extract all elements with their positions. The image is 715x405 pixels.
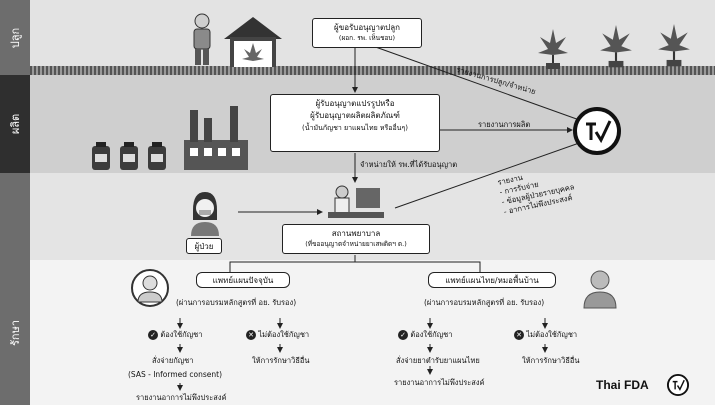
row-label-lower-bg (0, 173, 30, 260)
row-label-grow-bg: ปลูก (0, 0, 30, 75)
thai-other: ให้การรักษาวิธีอื่น (522, 356, 580, 365)
thai-nouse-label: ไม่ต้องใช้กัญชา (526, 330, 578, 339)
factory-icon (180, 100, 252, 176)
hospital-box: สถานพยาบาล (ที่ขออนุญาตจำหน่ายยาเสพติดฯ … (282, 224, 430, 254)
plant-icon-2 (598, 20, 634, 72)
modern-doctor-sub: (ผ่านการอบรมหลักสูตรที่ อย. รับรอง) (176, 298, 297, 307)
modern-use: ✓ ต้องใช้กัญชา (148, 330, 202, 340)
greenhouse-icon (222, 15, 284, 71)
cross-icon-modern: ✕ (246, 330, 256, 340)
hospital-line1: สถานพยาบาล (331, 229, 381, 238)
modern-use-label: ต้องใช้กัญชา (160, 330, 203, 339)
fda-seal-icon (572, 106, 622, 160)
thai-nouse: ✕ ไม่ต้องใช้กัญชา (514, 330, 577, 340)
check-icon-modern: ✓ (148, 330, 158, 340)
thai-fda-logo: Thai FDA (596, 378, 649, 392)
modern-nouse: ✕ ไม่ต้องใช้กัญชา (246, 330, 309, 340)
hospital-staff-icon (326, 184, 386, 224)
thai-doctor-sub: (ผ่านการอบรมหลักสูตรที่ อย. รับรอง) (424, 298, 545, 307)
bottles-icon (90, 140, 170, 176)
processor-line3: (น้ำมันกัญชา ยาแผนไทย หรืออื่นๆ) (302, 124, 408, 132)
thai-doctor-title: แพทย์แผนไทย/หมอพื้นบ้าน (428, 272, 556, 288)
row-label-grow: ปลูก (9, 27, 22, 48)
thai-doctor-icon (580, 266, 620, 314)
thai-use: ✓ ต้องใช้กัญชา (398, 330, 452, 340)
modern-doctor-title: แพทย์แผนปัจจุบัน (196, 272, 290, 288)
thai-prescribe: สั่งจ่ายยาตำรับยาแผนไทย (396, 356, 480, 365)
grower-line2: (ผอก. รพ. เห็นชอบ) (338, 34, 396, 42)
row-label-treat-bg: รักษา (0, 260, 30, 405)
edge-label-report-produce: รายงานการผลิต (478, 120, 531, 129)
modern-adverse: รายงานอาการไม่พึงประสงค์ (136, 393, 227, 402)
cross-icon-thai: ✕ (514, 330, 524, 340)
plant-icon-1 (536, 25, 570, 73)
modern-nouse-label: ไม่ต้องใช้กัญชา (258, 330, 310, 339)
modern-other: ให้การรักษาวิธีอื่น (252, 356, 310, 365)
row-label-produce: ผลิต (9, 113, 22, 135)
modern-sas: (SAS - Informed consent) (128, 370, 223, 379)
row-label-treat: รักษา (9, 319, 22, 346)
check-icon-thai: ✓ (398, 330, 408, 340)
modern-doctor-icon (130, 268, 170, 314)
grower-line1: ผู้ขอรับอนุญาตปลูก (334, 23, 400, 32)
patient-label: ผู้ป่วย (186, 238, 222, 254)
fda-logo-icon (666, 373, 690, 401)
plant-icon-3 (656, 18, 692, 72)
grower-box: ผู้ขอรับอนุญาตปลูก (ผอก. รพ. เห็นชอบ) (312, 18, 422, 48)
row-label-produce-bg: ผลิต (0, 75, 30, 173)
thai-fda-logo-text: Thai FDA (596, 378, 649, 392)
processor-box: ผู้รับอนุญาตแปรรูปหรือ ผู้รับอนุญาตผลิตผ… (270, 94, 440, 152)
thai-use-label: ต้องใช้กัญชา (410, 330, 453, 339)
hospital-line2: (ที่ขออนุญาตจำหน่ายยาเสพติดฯ ต.) (305, 240, 407, 248)
thai-adverse: รายงานอาการไม่พึงประสงค์ (394, 378, 485, 387)
modern-prescribe: สั่งจ่ายกัญชา (152, 356, 194, 365)
edge-label-sell-to: จำหน่ายให้ รพ.ที่ได้รับอนุญาต (360, 160, 458, 169)
patient-icon (185, 190, 225, 240)
processor-line1: ผู้รับอนุญาตแปรรูปหรือ (315, 99, 395, 108)
processor-line2: ผู้รับอนุญาตผลิตผลิตภัณฑ์ (310, 111, 400, 120)
farmer-icon (188, 12, 216, 70)
